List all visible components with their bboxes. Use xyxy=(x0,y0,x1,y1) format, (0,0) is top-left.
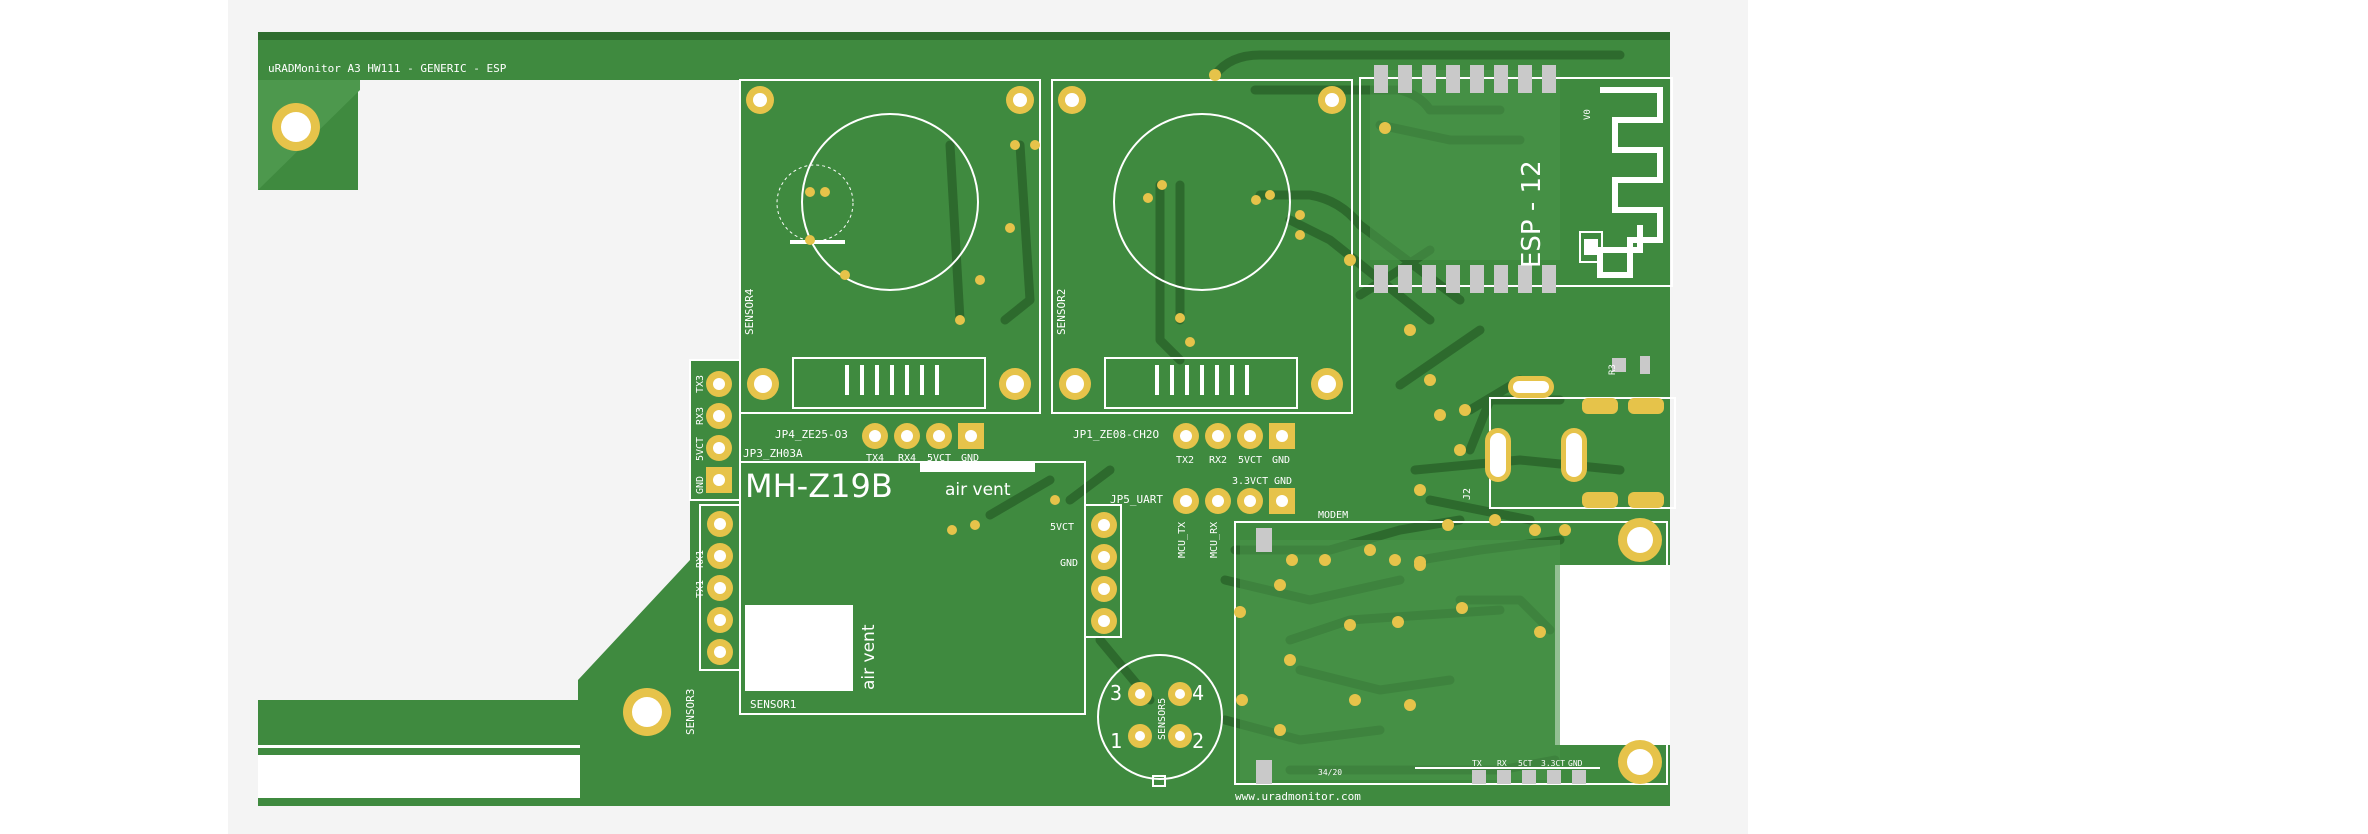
sensor4-hole xyxy=(1006,86,1034,114)
modem-label: MODEM xyxy=(1318,510,1348,521)
jp3-pin-label: 5VCT xyxy=(695,437,706,461)
sensor4-slots xyxy=(790,240,939,395)
jp1-pin-label: 5VCT xyxy=(1238,455,1262,466)
mark-3420: 34/20 xyxy=(1318,768,1342,777)
sensor2-hole xyxy=(1311,368,1343,400)
jp3-pin-label: TX3 xyxy=(695,375,706,393)
bottom-header-label: GND xyxy=(1568,759,1583,768)
board-title: uRADMonitor A3 HW111 - GENERIC - ESP xyxy=(268,62,507,75)
esp12-smd-pads xyxy=(1374,65,1556,293)
sensor2-hole xyxy=(1318,86,1346,114)
jp4-pins xyxy=(862,423,984,449)
mounting-hole-modem-top xyxy=(1618,518,1662,562)
jp5-connector-label: JP5_UART xyxy=(1110,493,1163,506)
sensor2-hole xyxy=(1058,86,1086,114)
sensor5-pin-label: 1 xyxy=(1110,729,1122,753)
sensor2-label: SENSOR2 xyxy=(1055,289,1068,335)
sensor5-label: SENSOR5 xyxy=(1157,698,1168,740)
jp5-pins xyxy=(1173,488,1295,514)
r3-pads xyxy=(1612,356,1650,374)
sensor5-pin-label: 4 xyxy=(1192,681,1204,705)
uart-pin-label: MCU_RX xyxy=(1209,522,1220,558)
jp4-pin-label: 5VCT xyxy=(927,453,951,464)
sensor4-hole xyxy=(747,368,779,400)
bottom-header-label: RX xyxy=(1497,759,1507,768)
vias xyxy=(805,69,1571,736)
bottom-header-label: 5CT xyxy=(1518,759,1533,768)
jp3-pins xyxy=(706,371,732,493)
ref-r3: R3 xyxy=(1608,364,1618,375)
j2-pad-inner xyxy=(1490,381,1582,477)
footer-url: www.uradmonitor.com xyxy=(1235,790,1361,803)
sensor1-pin-label: RX1 xyxy=(695,550,706,568)
esp12-outline xyxy=(1359,77,1673,287)
sensor3-outline xyxy=(689,359,741,671)
header-pins xyxy=(706,371,1295,748)
jp3-pin-label: RX3 xyxy=(695,407,706,425)
jp1-pin-label: GND xyxy=(1272,455,1290,466)
mounting-hole-bottom-left xyxy=(623,688,671,736)
bottom-header-pads xyxy=(1472,770,1586,784)
sensor2-hole xyxy=(1059,368,1091,400)
sensor3-label: SENSOR3 xyxy=(684,689,697,735)
mounting-hole-top-left xyxy=(272,103,320,151)
sensor2-outline xyxy=(1051,79,1353,414)
sensor1-pin-label: GND xyxy=(1060,558,1078,569)
air-vent-label-top: air vent xyxy=(945,480,1011,500)
sensor4-hole xyxy=(999,368,1031,400)
jp1-pins xyxy=(1173,423,1295,449)
jp4-pin-label: RX4 xyxy=(898,453,916,464)
jp1-pin-label: TX2 xyxy=(1176,455,1194,466)
uart-pin-label: 3.3VCT xyxy=(1232,476,1268,487)
sensor1-pin-label: TX1 xyxy=(695,580,706,598)
bottom-header-label: 3.3CT xyxy=(1541,759,1565,768)
air-vent-label-side: air vent xyxy=(859,624,879,690)
esp12-label: ESP - 12 xyxy=(1517,160,1547,268)
mounting-holes xyxy=(272,86,1662,784)
uart-pin-label: GND xyxy=(1274,476,1292,487)
sensor5-pin-label: 2 xyxy=(1192,729,1204,753)
sensor4-outline xyxy=(739,79,1041,414)
modem-smd-pads xyxy=(1256,528,1272,784)
bottom-header-label: TX xyxy=(1472,759,1482,768)
sensor5-pins xyxy=(1128,682,1192,748)
sensor1-right-pins xyxy=(1091,512,1117,634)
esp12-v0-label: V0 xyxy=(1583,109,1593,120)
sensor4-hole xyxy=(746,86,774,114)
mounting-hole-modem-bottom xyxy=(1618,740,1662,784)
sensor5-outline xyxy=(1097,654,1223,787)
sensor1-air-vent-box xyxy=(745,605,853,691)
uart-pin-label: MCU_TX xyxy=(1177,522,1188,558)
module-name-mh-z19b: MH-Z19B xyxy=(745,467,893,505)
sensor4-label: SENSOR4 xyxy=(743,288,756,335)
sensor1-top-tab xyxy=(920,462,1035,472)
ref-j2: J2 xyxy=(1462,488,1473,500)
jp1-connector-label: JP1_ZE08-CH2O xyxy=(1073,428,1159,441)
jp4-pin-label: GND xyxy=(961,453,979,464)
jp4-connector-label: JP4_ZE25-O3 xyxy=(775,428,848,441)
jp3-pin-label: GND xyxy=(695,476,706,494)
sensor1-label: SENSOR1 xyxy=(750,698,796,711)
jp4-pin-label: TX4 xyxy=(866,453,884,464)
sensor5-pin-label: 3 xyxy=(1110,681,1122,705)
sensor1-left-pins xyxy=(707,511,733,665)
jp3-connector-label: JP3_ZH03A xyxy=(743,447,803,460)
sensor1-pin-label: 5VCT xyxy=(1050,522,1074,533)
sensor2-slots xyxy=(1155,365,1249,395)
jp1-pin-label: RX2 xyxy=(1209,455,1227,466)
